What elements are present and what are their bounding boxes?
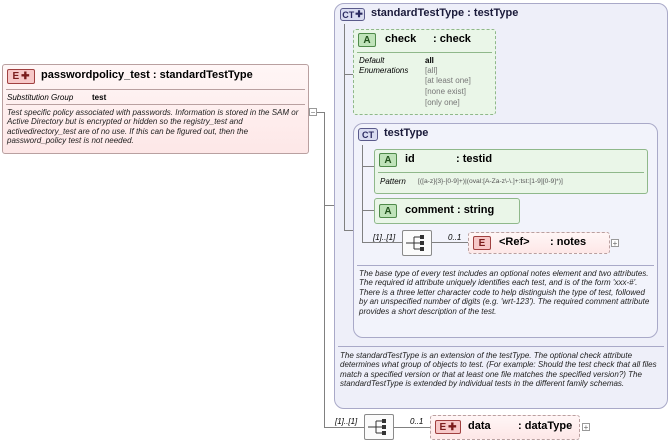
connector xyxy=(362,242,402,243)
id-attribute-type-wrap: : testid xyxy=(456,153,493,165)
substitution-group-value: test xyxy=(92,93,107,102)
attribute-tag-icon: A xyxy=(379,153,397,167)
connector xyxy=(362,166,374,167)
comment-attribute-type: string xyxy=(463,204,495,216)
comment-attribute-box[interactable] xyxy=(374,198,520,224)
enum-item-2: [none exist] xyxy=(425,87,466,96)
standard-type-base: testType xyxy=(473,7,519,19)
element-plus-icon: ✚ xyxy=(21,71,30,82)
attribute-tag-label: A xyxy=(363,34,371,46)
data-element-type: dataType xyxy=(524,420,573,432)
notes-ref-name: <Ref> xyxy=(499,236,530,248)
divider xyxy=(357,265,654,266)
notes-ref-type: notes xyxy=(556,236,587,248)
connector xyxy=(344,230,353,231)
notes-ref-occurs: 0..1 xyxy=(448,233,462,242)
complex-type-tag-label: CT xyxy=(362,129,374,140)
attribute-tag-icon: A xyxy=(379,204,397,218)
standard-type-documentation: The standardTestType is an extension of … xyxy=(340,351,657,389)
connector xyxy=(324,112,325,427)
data-element-name: data xyxy=(468,420,491,432)
default-label: Default xyxy=(359,56,385,65)
notes-ref-type-wrap: : notes xyxy=(550,236,587,248)
collapse-icon[interactable]: − xyxy=(309,108,317,117)
check-attribute-type-wrap: : check xyxy=(433,33,471,45)
connector xyxy=(312,112,324,113)
enumerations-label: Enumerations xyxy=(359,66,409,75)
connector xyxy=(394,427,430,428)
comment-attribute-title: comment : string xyxy=(405,204,495,216)
root-documentation: Test specific policy associated with pas… xyxy=(7,108,299,146)
test-type-name: testType xyxy=(384,127,429,139)
enum-item-1: [at least one] xyxy=(425,76,471,85)
element-tag-label: E xyxy=(439,421,447,433)
test-type-documentation: The base type of every test includes an … xyxy=(359,269,650,316)
attribute-tag-label: A xyxy=(384,154,392,166)
notes-sequence-occurs: [1]..[1] xyxy=(373,233,396,242)
data-element-type-wrap: : dataType xyxy=(518,420,573,432)
connector xyxy=(362,145,363,242)
complex-type-tag-label: CT xyxy=(342,9,355,20)
pattern-label: Pattern xyxy=(380,177,406,186)
default-value: all xyxy=(425,56,434,65)
check-attribute-name: check xyxy=(385,33,417,45)
element-tag-label: E xyxy=(12,71,20,82)
data-sequence-occurs: [1]..[1] xyxy=(335,417,358,426)
complex-type-plus-icon: ✚ xyxy=(355,9,363,19)
element-plus-icon: ✚ xyxy=(448,421,457,433)
root-title: passwordpolicy_test : standardTestType xyxy=(41,69,253,81)
element-tag-label: E xyxy=(478,237,486,249)
divider xyxy=(6,104,305,105)
element-tag-icon: E xyxy=(473,236,491,250)
check-attribute-type: check xyxy=(439,33,471,45)
id-attribute-type: testid xyxy=(462,153,493,165)
enum-item-0: [all] xyxy=(425,66,438,75)
connector xyxy=(344,74,353,75)
element-tag-icon: E✚ xyxy=(435,420,461,434)
expand-icon[interactable]: + xyxy=(611,239,619,248)
id-attribute-box[interactable] xyxy=(374,149,648,194)
standard-type-name: standardTestType xyxy=(371,7,465,19)
attribute-tag-label: A xyxy=(384,205,392,217)
root-element-box[interactable] xyxy=(2,64,309,154)
substitution-group-label: Substitution Group xyxy=(7,93,74,102)
connector xyxy=(324,205,334,206)
root-name: passwordpolicy_test xyxy=(41,69,150,81)
enum-item-3: [only one] xyxy=(425,98,460,107)
notes-ref-element-box[interactable] xyxy=(468,232,610,254)
connector xyxy=(324,427,364,428)
connector xyxy=(432,242,468,243)
attribute-tag-icon: A xyxy=(358,33,376,47)
pattern-value: [([a-z]{3}-[0-9]+)|(oval:[A-Za-z\-\.]+:t… xyxy=(418,178,563,185)
complex-type-tag-icon: CT xyxy=(358,128,378,141)
divider xyxy=(378,172,644,173)
connector xyxy=(344,24,345,231)
comment-attribute-name: comment xyxy=(405,204,454,216)
connector xyxy=(362,210,374,211)
id-attribute-name: id xyxy=(405,153,415,165)
root-type: standardTestType xyxy=(159,69,253,81)
element-tag-icon: E✚ xyxy=(7,69,35,84)
sequence-icon[interactable] xyxy=(402,230,432,256)
sequence-icon[interactable] xyxy=(364,414,394,440)
data-element-occurs: 0..1 xyxy=(410,417,424,426)
complex-type-tag-icon: CT✚ xyxy=(340,8,365,21)
expand-icon[interactable]: + xyxy=(582,423,590,432)
divider xyxy=(357,52,492,53)
divider xyxy=(6,89,305,90)
divider xyxy=(338,346,664,347)
standard-type-title: standardTestType : testType xyxy=(371,7,519,19)
check-attribute-box[interactable] xyxy=(353,29,496,115)
